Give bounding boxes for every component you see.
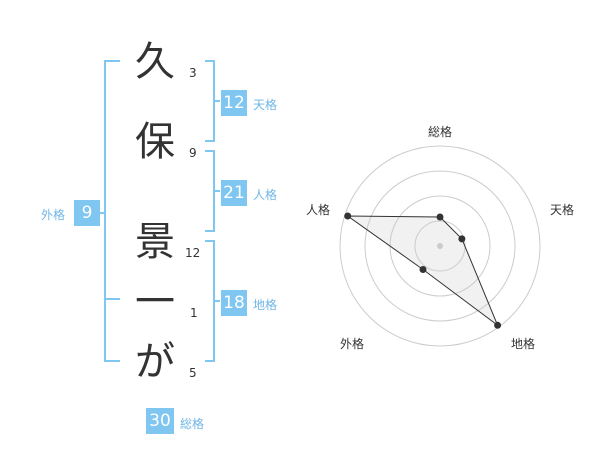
radar-point-5 [344,212,352,220]
radar-axis-label-chikaku: 地格 [511,337,536,351]
tenkaku-label: 天格 [253,98,278,112]
gaikaku-value: 9 [74,200,100,226]
gaikaku-bracket [104,60,120,362]
name-char-3: 景 [135,219,175,265]
radar-center-dot [437,243,443,249]
chikaku-label: 地格 [253,298,278,312]
chikaku-tick [213,300,220,302]
stroke-count-5: 5 [189,366,197,380]
name-char-1: 久 [135,39,175,85]
stroke-count-3: 12 [185,246,201,260]
gaikaku-tick [97,212,105,214]
radar-point-3 [494,321,502,329]
stroke-count-2: 9 [189,146,197,160]
tenkaku-value: 12 [221,90,247,116]
stroke-count-4: 1 [190,306,198,320]
soukaku-value: 30 [146,408,174,434]
radar-axis-label-jinkaku: 人格 [306,203,331,217]
name-char-4: 一 [135,279,175,325]
radar-axis-label-tenkaku: 天格 [550,203,575,217]
radar-ring-4 [339,145,541,347]
radar-point-2 [458,235,466,243]
radar-polygon [346,215,499,327]
chikaku-value: 18 [221,290,247,316]
jinkaku-label: 人格 [253,188,278,202]
stroke-count-1: 3 [189,66,197,80]
jinkaku-tick [213,190,220,192]
gaikaku-mid-tick [104,298,120,300]
name-char-5: が [135,339,175,385]
radar-axis-label-soukaku: 総格 [428,125,453,139]
radar-point-1 [436,213,444,221]
tenkaku-tick [213,100,220,102]
name-char-2: 保 [135,119,175,165]
soukaku-label: 総格 [180,417,205,431]
radar-point-4 [419,266,427,273]
gaikaku-label: 外格 [41,208,66,222]
jinkaku-value: 21 [221,180,247,206]
radar-ring-3 [364,170,516,322]
radar-axis-label-gaikaku: 外格 [340,337,365,351]
